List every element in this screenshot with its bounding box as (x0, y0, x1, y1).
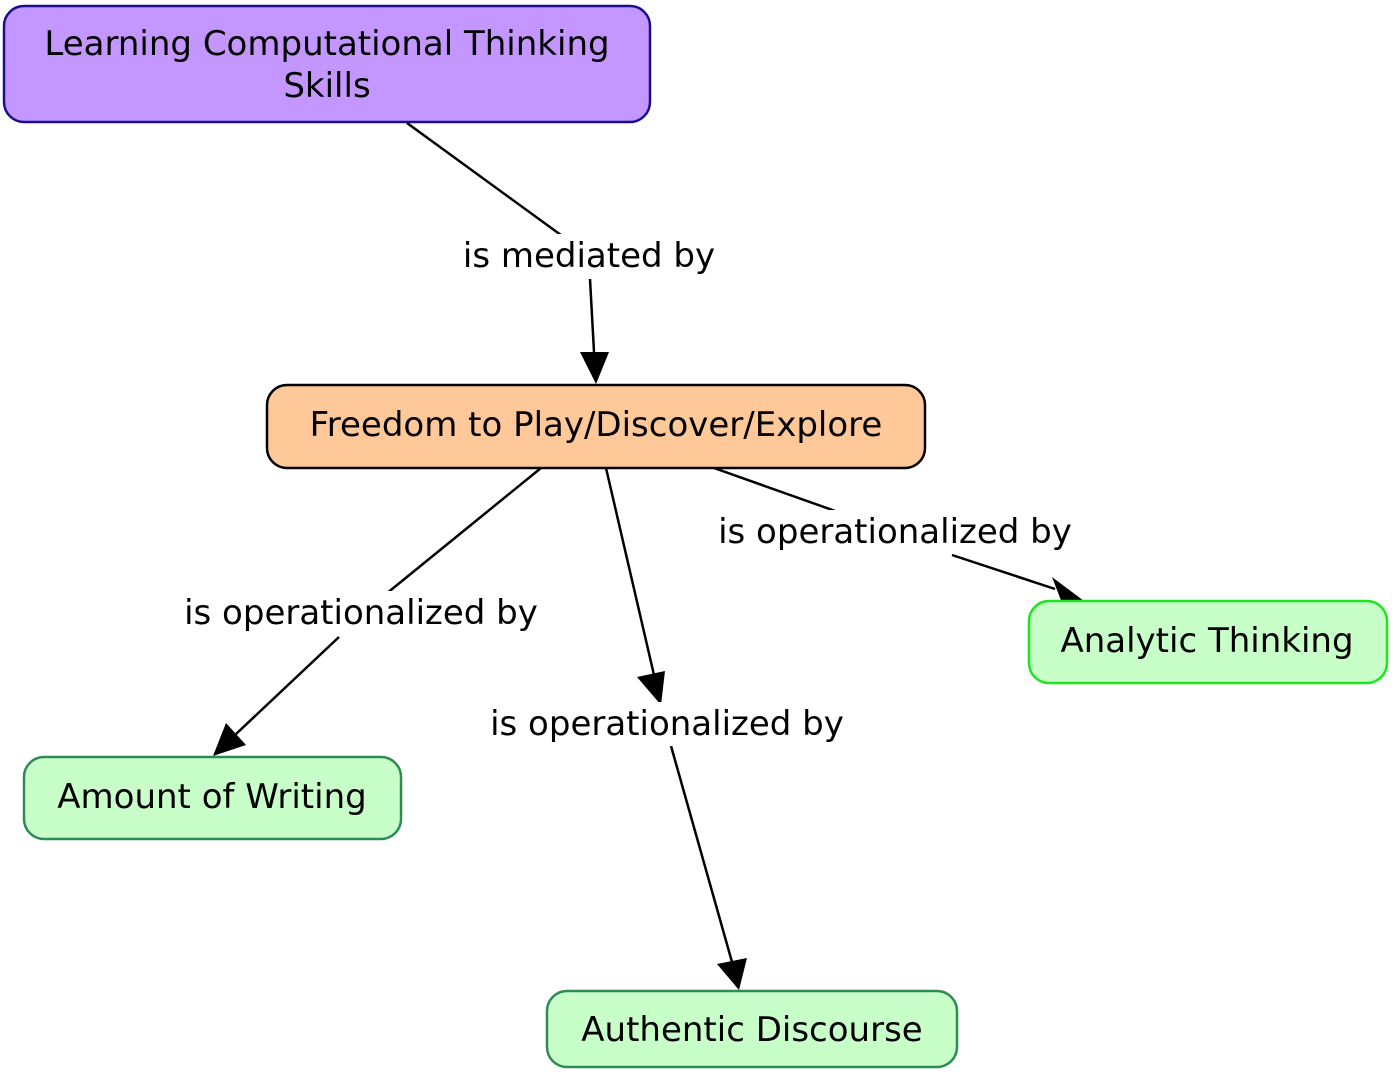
edge-label-background (714, 510, 1076, 554)
node-authentic-discourse-box (545, 989, 959, 1069)
node-amount-of-writing-label: Amount of Writing (57, 777, 366, 817)
edge-mediated-arrowhead (580, 352, 609, 384)
edge-op-writing-label: is operationalized by (184, 593, 538, 633)
node-freedom-to-play-box (265, 383, 927, 470)
edge-op-writing-line-a (385, 467, 542, 595)
edge-op-discourse-label: is operationalized by (490, 704, 844, 744)
edge-mediated-label: is mediated by (463, 236, 715, 276)
edge-op-discourse-arrowhead-a (637, 671, 665, 705)
node-analytic-thinking-box (1027, 599, 1389, 685)
edge-label-background (458, 234, 720, 278)
edge-label-background (180, 591, 542, 635)
edge-mediated-line-b (588, 278, 596, 353)
edge-mediated-line-a (406, 121, 566, 240)
node-freedom-to-play[interactable]: Freedom to Play/Discover/Explore (265, 383, 927, 470)
edge-op-writing-arrowhead (213, 723, 246, 756)
edge-op-discourse-arrowhead-b (717, 958, 747, 990)
edge-op-discourse: is operationalized by (486, 467, 848, 990)
edge-op-analytic-arrowhead (1052, 577, 1084, 603)
node-learning-computational-thinking-box (2, 4, 652, 124)
node-authentic-discourse-label: Authentic Discourse (581, 1010, 922, 1050)
edge-op-analytic: is operationalized by (713, 466, 1084, 603)
edge-mediated: is mediated by (406, 121, 720, 384)
edge-label-background (486, 702, 848, 746)
node-learning-computational-thinking-line-2: Skills (283, 66, 370, 106)
edge-op-discourse-line-b (669, 745, 734, 963)
edge-op-discourse-line-a (604, 467, 656, 676)
edge-op-analytic-label: is operationalized by (718, 512, 1072, 552)
edge-op-analytic-line-b (951, 553, 1056, 591)
edge-op-writing-line-b (235, 636, 340, 735)
node-authentic-discourse[interactable]: Authentic Discourse (545, 989, 959, 1069)
node-freedom-to-play-label: Freedom to Play/Discover/Explore (310, 405, 883, 445)
edge-op-analytic-line-a (713, 466, 839, 514)
node-amount-of-writing-box (22, 755, 403, 841)
node-amount-of-writing[interactable]: Amount of Writing (22, 755, 403, 841)
edge-op-writing: is operationalized by (180, 467, 542, 756)
node-analytic-thinking[interactable]: Analytic Thinking (1027, 599, 1389, 685)
node-learning-computational-thinking-line-1: Learning Computational Thinking (44, 24, 609, 64)
node-learning-computational-thinking[interactable]: Learning Computational Thinking Skills (2, 4, 652, 124)
node-analytic-thinking-label: Analytic Thinking (1060, 621, 1353, 661)
